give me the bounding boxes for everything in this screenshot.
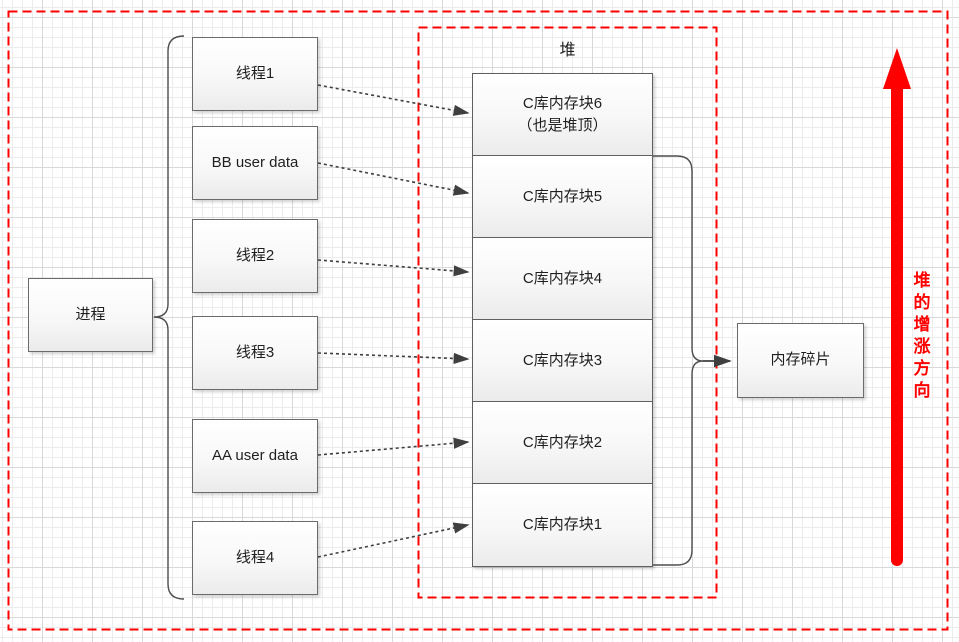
- bb-user-data-label: BB user data: [211, 153, 299, 171]
- thread1-box: 线程1: [192, 37, 318, 111]
- thread1-arrow: [317, 84, 470, 116]
- thread3-label: 线程3: [235, 343, 275, 361]
- thread4-label: 线程4: [235, 548, 275, 566]
- heap-block-3-label: C库内存块3: [522, 351, 603, 369]
- thread1-label: 线程1: [235, 64, 275, 82]
- thread2-label: 线程2: [235, 246, 275, 264]
- aa-user-data-label: AA user data: [212, 446, 298, 464]
- heap-block-1-label: C库内存块1: [522, 516, 603, 534]
- heap-block-6-sublabel: （也是堆顶）: [517, 116, 608, 134]
- thread4-box: 线程4: [192, 521, 318, 595]
- heap-growth-label: 堆的增涨方向: [913, 271, 931, 400]
- heap-block-3: C库内存块3: [473, 320, 652, 402]
- process-box: 进程: [28, 278, 153, 352]
- heap-block-1: C库内存块1: [473, 484, 652, 566]
- heap-title: 堆: [559, 42, 576, 59]
- heap-block-2-label: C库内存块2: [522, 433, 603, 451]
- thread3-box: 线程3: [192, 316, 318, 390]
- memory-fragment-label: 内存碎片: [770, 351, 831, 369]
- fragment-brace: [653, 155, 704, 566]
- heap-block-2: C库内存块2: [473, 402, 652, 484]
- heap-block-5-label: C库内存块5: [522, 187, 603, 205]
- heap-block-4-label: C库内存块4: [522, 269, 603, 287]
- bb-user-data-box: BB user data: [192, 126, 318, 200]
- thread2-arrow: [317, 259, 470, 277]
- process-brace: [153, 35, 185, 600]
- thread4-arrow: [317, 522, 470, 558]
- process-box-label: 进程: [75, 305, 106, 323]
- aa-user-data-arrow: [317, 437, 470, 456]
- heap-block-stack: C库内存块6 （也是堆顶） C库内存块5 C库内存块4 C库内存块3 C库内存块…: [472, 73, 653, 567]
- aa-user-data-box: AA user data: [192, 419, 318, 493]
- heap-block-4: C库内存块4: [473, 238, 652, 320]
- heap-block-6: C库内存块6 （也是堆顶）: [473, 74, 652, 156]
- heap-growth-arrow-head: [883, 48, 911, 89]
- memory-fragment-box: 内存碎片: [737, 323, 864, 398]
- heap-block-6-label: C库内存块6: [522, 94, 603, 112]
- thread3-arrow: [317, 352, 470, 365]
- thread2-box: 线程2: [192, 219, 318, 293]
- bb-user-data-arrow: [317, 162, 470, 196]
- heap-block-5: C库内存块5: [473, 156, 652, 238]
